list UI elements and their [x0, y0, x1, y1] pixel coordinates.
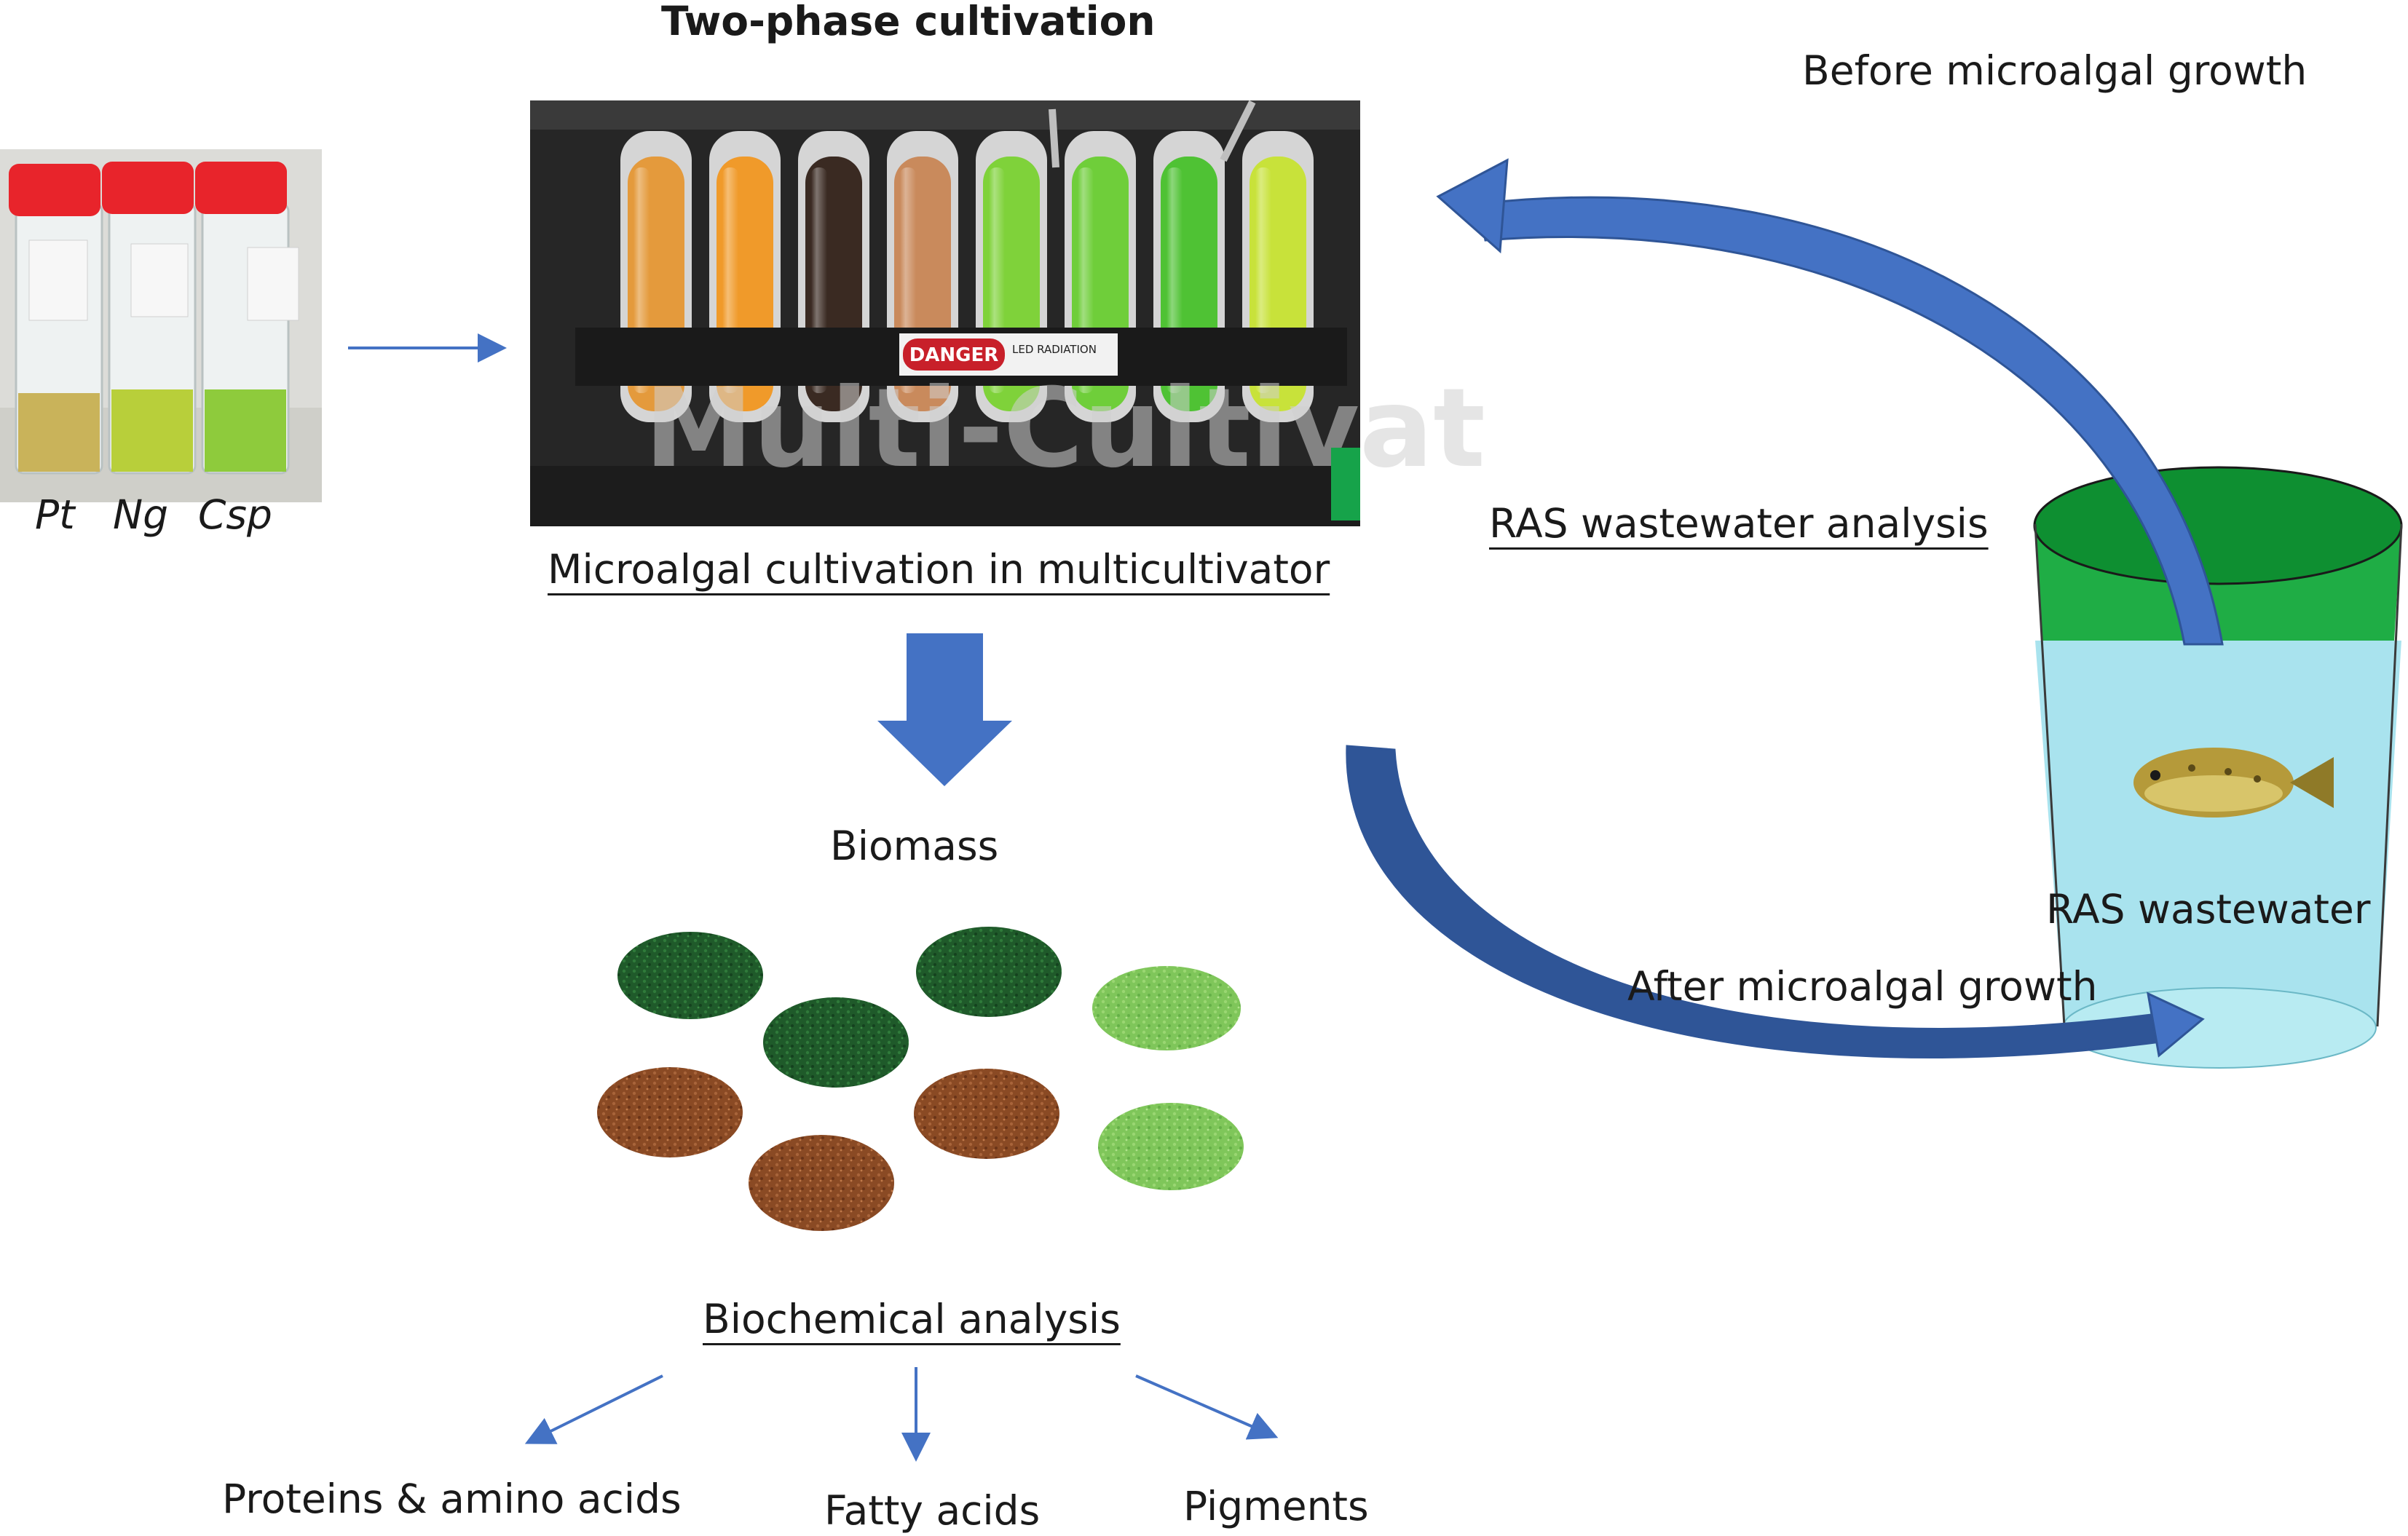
arrow-to-proteins: [524, 1374, 663, 1444]
biomass-pile-light-green: [1098, 1103, 1244, 1190]
red-cap-icon: [9, 164, 100, 216]
danger-sign: DANGER LED RADIATION: [899, 333, 1118, 376]
fish-icon: [2133, 748, 2334, 818]
flask-pt: [9, 164, 103, 475]
flask-label-csp: Csp: [198, 491, 272, 538]
diagram-title: Two-phase cultivation: [661, 0, 1156, 44]
biomass-pile-dark-green: [916, 927, 1062, 1017]
biomass-piles: [597, 927, 1244, 1231]
before-growth-label: Before microalgal growth: [1802, 47, 2308, 94]
multicultivator-photo: DANGER LED RADIATION Multi-Cultivat: [530, 100, 1485, 526]
led-radiation-text: LED RADIATION: [1012, 343, 1097, 356]
red-cap-icon: [195, 162, 287, 214]
biomass-pile-light-green: [1092, 966, 1241, 1050]
flask-label-ng: Ng: [113, 491, 169, 538]
biochemical-analysis-label: Biochemical analysis: [703, 1296, 1121, 1342]
biomass-pile-dark-green: [617, 932, 763, 1019]
biomass-pile-brown: [749, 1135, 894, 1231]
multicultivator-caption: Microalgal cultivation in multicultivato…: [548, 546, 1330, 593]
ras-analysis-label: RAS wastewater analysis: [1489, 500, 1989, 547]
biomass-pile-dark-green: [763, 997, 909, 1088]
red-cap-icon: [102, 162, 194, 214]
flask-csp: [195, 162, 299, 475]
flask-ng: [102, 162, 197, 475]
output-proteins-label: Proteins & amino acids: [222, 1476, 682, 1522]
tank-water: [2035, 641, 2401, 1045]
flask-liquid-pt: [18, 393, 100, 472]
flask-liquid-ng: [111, 389, 193, 472]
danger-sign-text: DANGER: [909, 344, 999, 366]
ras-wastewater-label: RAS wastewater: [2046, 886, 2371, 933]
output-fatty-acids-label: Fatty acids: [824, 1487, 1041, 1534]
before-growth-curved-arrow: [1436, 158, 2224, 646]
after-growth-label: After microalgal growth: [1627, 963, 2098, 1010]
arrow-to-pigments: [1135, 1374, 1279, 1440]
ras-tank: [2033, 466, 2403, 1069]
flask-photo: [0, 149, 322, 502]
flask-label-pt: Pt: [35, 491, 75, 538]
biomass-pile-brown: [914, 1069, 1059, 1159]
after-growth-curved-arrow: [1346, 745, 2205, 1058]
biomass-label: Biomass: [830, 823, 999, 869]
biomass-pile-brown: [597, 1067, 743, 1157]
output-pigments-label: Pigments: [1183, 1483, 1369, 1529]
flask-liquid-csp: [205, 389, 286, 472]
down-arrow-to-biomass: [877, 633, 1012, 786]
